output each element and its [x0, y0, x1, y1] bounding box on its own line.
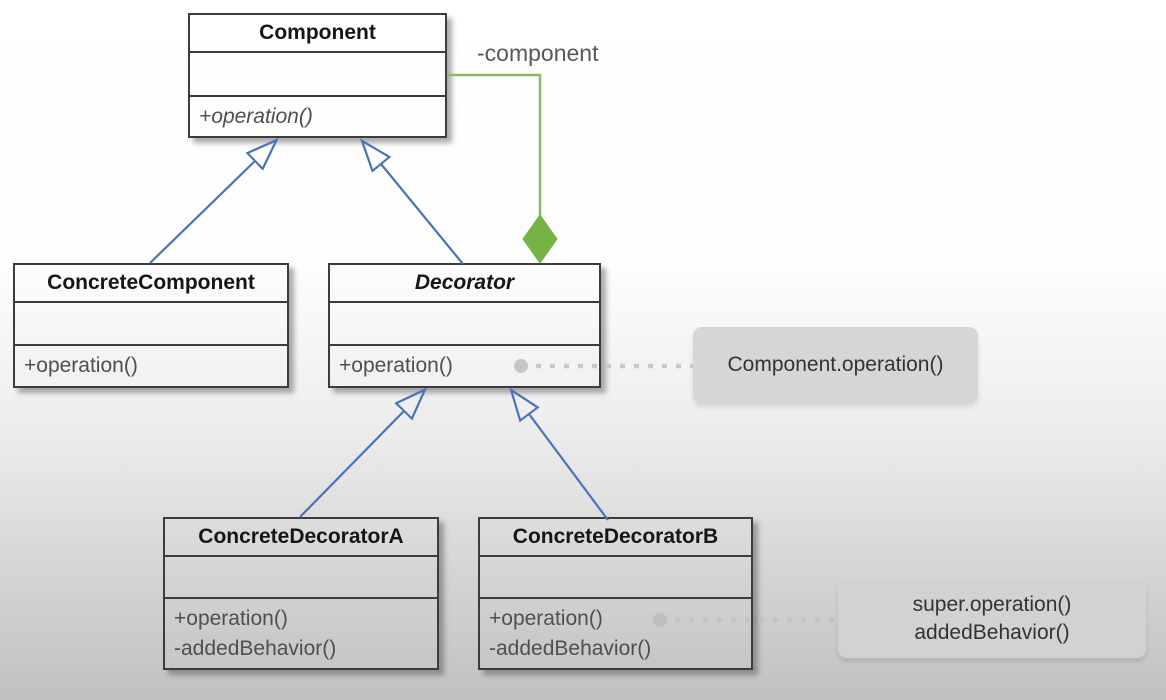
- class-methods-component: +operation(): [190, 97, 445, 136]
- class-box-component: Component +operation(): [188, 13, 447, 138]
- inheritance-arrow-decorator: [381, 164, 464, 265]
- note-concrete-decorator-b-operation: super.operation() addedBehavior(): [838, 579, 1146, 658]
- note-text-line1: super.operation(): [912, 592, 1072, 616]
- method-operation: +operation(): [174, 606, 288, 630]
- class-title-concrete-decorator-a: ConcreteDecoratorA: [165, 519, 437, 557]
- association-role-label: -component: [477, 40, 599, 66]
- method-operation: +operation(): [199, 104, 313, 128]
- inheritance-arrow-concrete-decorator-b: [529, 414, 609, 521]
- class-box-concrete-decorator-b: ConcreteDecoratorB +operation() -addedBe…: [478, 517, 753, 670]
- class-box-decorator: Decorator +operation(): [328, 263, 601, 388]
- class-attributes-concrete-decorator-a: [165, 557, 437, 599]
- note-decorator-operation: Component.operation(): [693, 327, 978, 403]
- composition-line: [447, 73, 542, 217]
- class-box-concrete-decorator-a: ConcreteDecoratorA +operation() -addedBe…: [163, 517, 439, 670]
- note-text-line2: addedBehavior(): [914, 620, 1070, 644]
- class-methods-concrete-component: +operation(): [15, 346, 287, 386]
- class-title-component: Component: [190, 15, 445, 53]
- note-text: Component.operation(): [727, 353, 944, 376]
- class-title-concrete-decorator-b: ConcreteDecoratorB: [480, 519, 751, 557]
- class-methods-concrete-decorator-b: +operation() -addedBehavior(): [480, 599, 751, 668]
- composition-diamond-icon: [522, 214, 558, 264]
- method-operation: +operation(): [339, 354, 453, 377]
- class-box-concrete-component: ConcreteComponent +operation(): [13, 263, 289, 388]
- class-methods-decorator: +operation(): [330, 346, 599, 386]
- method-added-behavior: -addedBehavior(): [489, 636, 652, 660]
- class-methods-concrete-decorator-a: +operation() -addedBehavior(): [165, 599, 437, 668]
- class-attributes-concrete-decorator-b: [480, 557, 751, 599]
- method-added-behavior: -addedBehavior(): [174, 636, 337, 660]
- method-operation: +operation(): [24, 354, 138, 377]
- class-attributes-component: [190, 53, 445, 97]
- class-title-decorator: Decorator: [330, 265, 599, 303]
- method-operation: +operation(): [489, 606, 603, 630]
- class-attributes-decorator: [330, 303, 599, 346]
- class-title-concrete-component: ConcreteComponent: [15, 265, 287, 303]
- inheritance-arrow-concrete-component: [149, 161, 255, 264]
- inheritance-arrow-concrete-decorator-a: [299, 411, 404, 518]
- class-attributes-concrete-component: [15, 303, 287, 346]
